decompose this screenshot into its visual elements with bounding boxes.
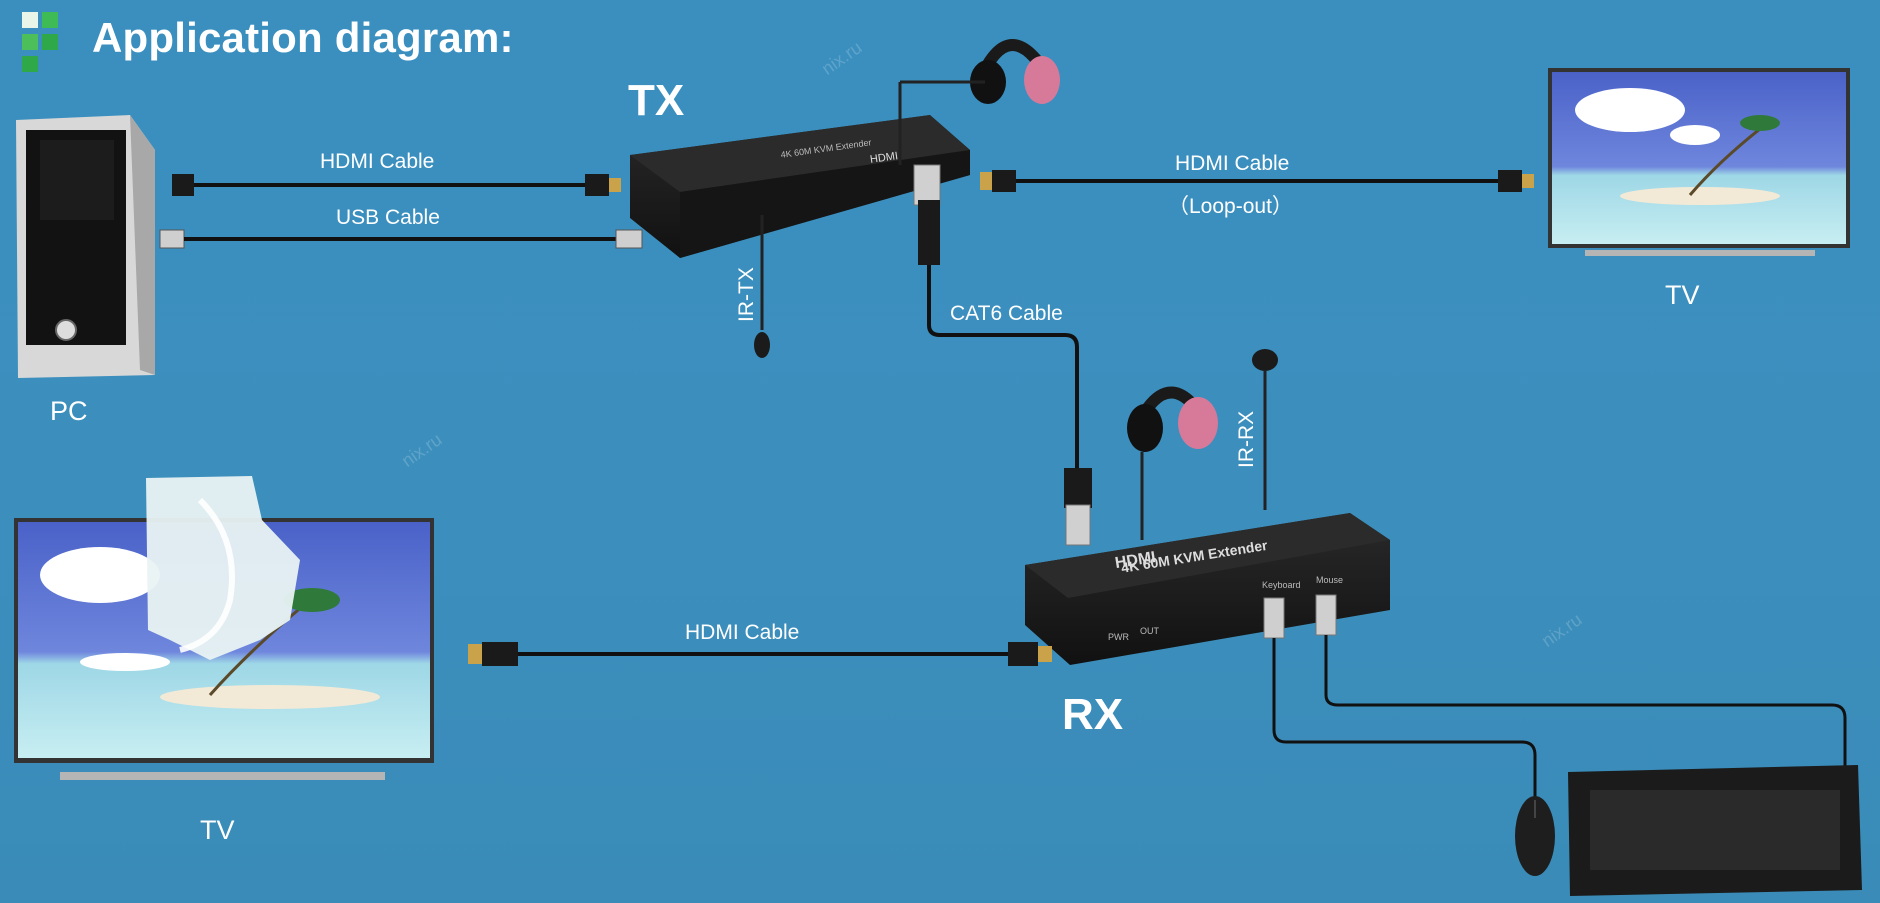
ir-tx-label: IR-TX	[735, 267, 758, 322]
loop-out-label: （Loop-out）	[1168, 195, 1293, 218]
rx-label: RX	[1062, 690, 1124, 739]
tv-bottom-left-label: TV	[200, 815, 235, 845]
hdmi-loop-cable	[980, 170, 1534, 192]
pc-label: PC	[50, 396, 88, 426]
ir-tx-wire	[754, 215, 770, 358]
rx-keyboard-label: Keyboard	[1262, 580, 1301, 590]
tx-box	[630, 115, 970, 258]
rx-box	[1025, 513, 1390, 665]
keyboard	[1568, 765, 1862, 896]
ir-rx-label: IR-RX	[1235, 410, 1258, 468]
hdmi-cable-label-2: HDMI Cable	[1175, 152, 1290, 175]
hdmi-cable-label-3: HDMI Cable	[685, 621, 800, 644]
tv-top-right	[1548, 68, 1850, 256]
hdmi-cable-label-1: HDMI Cable	[320, 150, 435, 173]
cat6-cable-label: CAT6 Cable	[950, 302, 1063, 325]
hdmi-cable-rx-tv	[468, 642, 1052, 666]
page-title: Application diagram:	[92, 14, 514, 61]
headphones-top	[898, 39, 1060, 165]
usb-kbd-mouse-cables	[1263, 594, 1847, 800]
mouse	[1515, 796, 1555, 876]
tx-label: TX	[628, 76, 685, 125]
cat6-cable	[913, 164, 1092, 546]
ir-rx-wire	[1252, 349, 1278, 510]
headphones-bottom	[1127, 386, 1218, 540]
usb-cable-pc-tx	[159, 229, 643, 249]
rx-out-label: OUT	[1140, 626, 1159, 636]
rx-mouse-label: Mouse	[1316, 575, 1344, 585]
usb-cable-label: USB Cable	[336, 206, 440, 229]
hdmi-cable-pc-tx	[172, 174, 621, 196]
pc-tower	[16, 115, 155, 378]
rx-pwr-label: PWR	[1108, 632, 1129, 642]
splash-graphic	[146, 476, 300, 660]
tv-top-right-label: TV	[1665, 280, 1700, 310]
